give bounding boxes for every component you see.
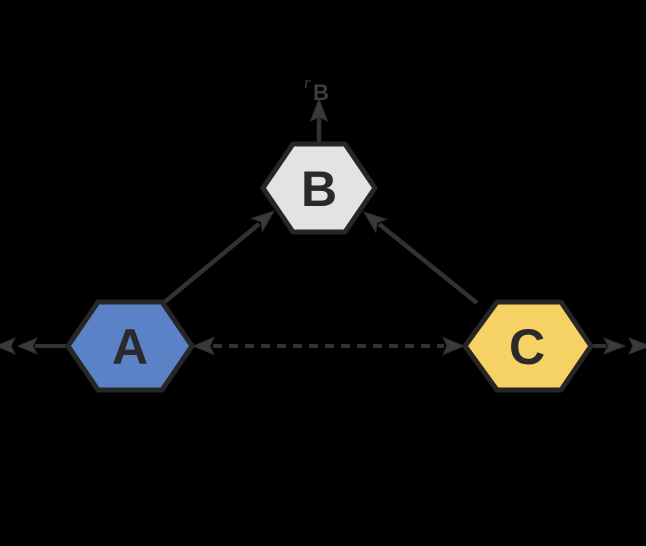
arrow-a-to-b xyxy=(159,210,276,307)
arrow-c-to-right-head-outer xyxy=(627,337,646,355)
arrow-c-to-right xyxy=(589,337,646,355)
arrow-a-c-head-right xyxy=(442,336,466,356)
arrow-b-up: r B xyxy=(304,73,329,145)
node-b-hexagon xyxy=(260,141,378,235)
node-c-hexagon xyxy=(462,299,594,393)
arrow-c-to-b-line xyxy=(377,222,479,305)
label-r-b-sub: B xyxy=(313,80,329,105)
arrow-a-to-left xyxy=(0,337,68,355)
arrow-a-to-b-head xyxy=(250,210,276,233)
label-r-b: r B xyxy=(304,73,329,105)
arrow-a-c-head-left xyxy=(191,336,215,356)
arrow-a-to-left-head-inner xyxy=(16,337,39,355)
arrow-a-c-dashed xyxy=(191,336,466,356)
node-c-label: C xyxy=(509,319,545,375)
node-b: B xyxy=(260,141,378,235)
arrow-a-to-b-line xyxy=(159,222,261,307)
node-b-label: B xyxy=(301,161,337,217)
arrow-c-to-b-head xyxy=(362,211,388,234)
node-a-hexagon xyxy=(65,299,195,393)
arrow-b-up-head xyxy=(309,97,329,122)
arrow-c-to-right-head-inner xyxy=(602,337,627,355)
arrow-c-to-b xyxy=(362,211,479,305)
label-r-b-base: r xyxy=(304,73,311,92)
node-a-label: A xyxy=(112,319,148,375)
node-c: C xyxy=(462,299,594,393)
arrow-a-to-left-head-outer xyxy=(0,337,17,355)
node-a: A xyxy=(65,299,195,393)
